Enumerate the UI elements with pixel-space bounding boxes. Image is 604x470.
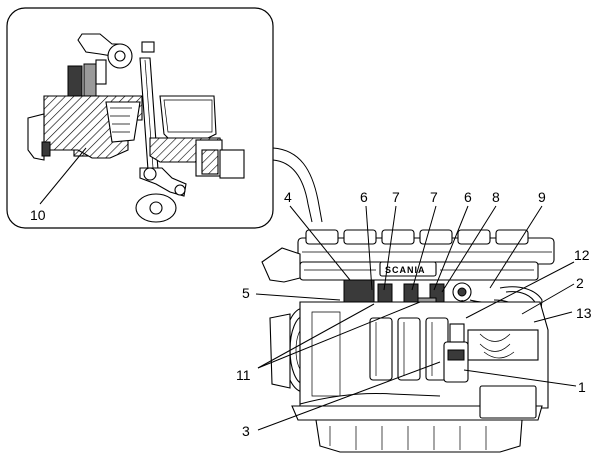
callout-6-left: 6 [360,189,368,205]
engine-brand-label: SCANIA [385,265,426,275]
crankcase [299,301,549,409]
fuel-return-pipe [299,393,441,405]
callout-1: 1 [578,379,586,395]
callout-4: 4 [284,189,292,205]
oil-sump [291,385,543,453]
callout-10: 10 [30,207,46,223]
fuel-filter [443,323,469,383]
callout-7-left: 7 [392,189,400,205]
valve-cover-row [297,229,555,265]
detail-inset: 10 [6,7,274,229]
callout-12: 12 [574,247,590,263]
callout-3: 3 [242,423,250,439]
cam-follower [135,167,187,223]
callout-5: 5 [242,285,250,301]
callout-9: 9 [538,189,546,205]
inset-connector [272,147,323,223]
fuel-manifold: SCANIA [299,261,539,281]
callouts: 4 6 7 7 6 8 9 12 2 13 5 11 1 3 [236,189,592,439]
cylinder-head-section [27,95,143,161]
callout-6-right: 6 [464,189,472,205]
callout-7-right: 7 [430,189,438,205]
callout-8: 8 [492,189,500,205]
valve-cover-section [149,95,245,179]
callout-11: 11 [236,367,251,383]
rocker-arm [77,33,155,69]
callout-13: 13 [576,305,592,321]
intake-pipe [261,247,301,283]
engine-block: SCANIA [261,229,555,453]
leader-lines [255,205,577,431]
callout-2: 2 [576,275,584,291]
